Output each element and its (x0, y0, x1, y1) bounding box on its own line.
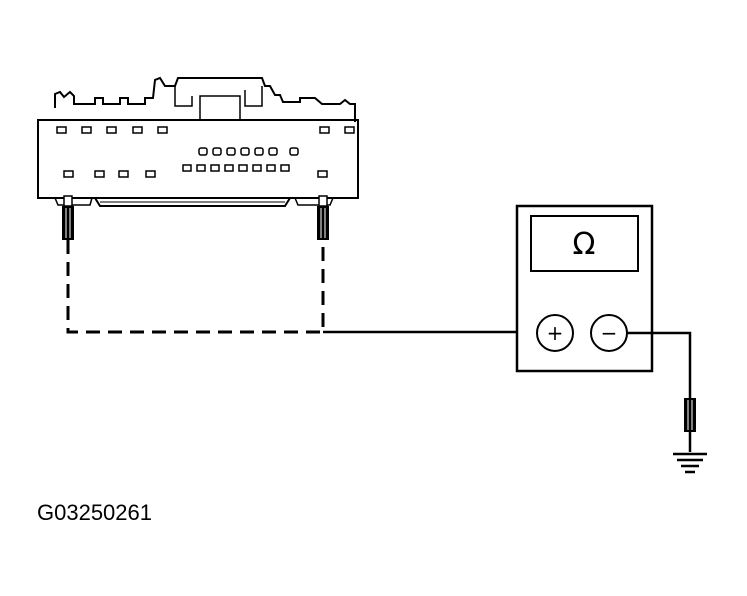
dashed-test-lead (66, 240, 325, 334)
connector-pins (56, 126, 355, 178)
probe-icon-right (317, 195, 329, 240)
ground-probe-icon (684, 398, 696, 452)
meter-display (530, 215, 639, 272)
positive-terminal (536, 314, 574, 352)
ohmmeter-icon (515, 204, 654, 373)
figure-code: G03250261 (37, 500, 152, 525)
connector-icon (37, 76, 359, 207)
ground-icon (673, 452, 707, 474)
negative-test-lead (627, 331, 692, 400)
probe-icon-left (62, 195, 74, 240)
negative-terminal (590, 314, 628, 352)
